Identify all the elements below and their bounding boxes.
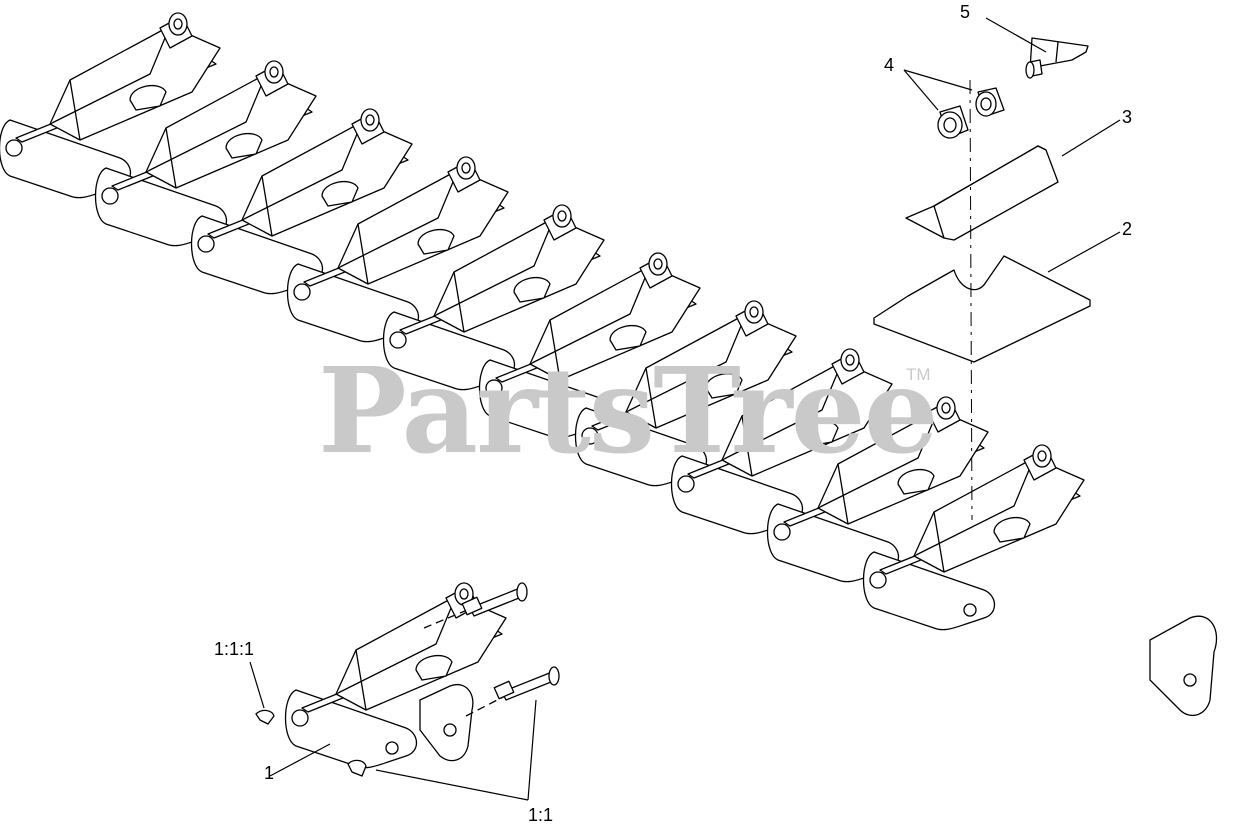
tooth-bit	[1025, 37, 1089, 79]
track-link-2	[94, 60, 317, 247]
track-chain	[0, 12, 1218, 717]
link-detail-assembly	[255, 582, 560, 777]
track-end-clevis	[1149, 615, 1218, 717]
callout-1-1: 1:1	[528, 805, 554, 825]
lower-collar	[493, 680, 515, 700]
bushing-rear	[975, 87, 1005, 117]
angle-bracket	[905, 145, 1059, 241]
bushing-front	[937, 105, 969, 139]
cotter-clip-1	[255, 709, 275, 725]
callout-5: 5	[960, 2, 971, 22]
leader-lines	[249, 17, 1121, 801]
callout-3: 3	[1122, 107, 1133, 127]
upper-collar	[461, 596, 483, 616]
notched-plate	[873, 255, 1091, 363]
callout-1-1-1: 1:1:1	[214, 639, 255, 659]
detail-track-link	[284, 582, 507, 769]
trademark-mark: TM	[906, 365, 931, 384]
callout-4: 4	[884, 55, 895, 75]
callout-1: 1	[264, 763, 275, 783]
watermark: PartsTree	[318, 341, 939, 480]
track-link-6	[478, 252, 701, 439]
cotter-clip-2	[347, 759, 367, 777]
track-link-10	[862, 444, 1085, 631]
exploded-parts	[873, 37, 1091, 521]
detail-clevis	[419, 684, 474, 762]
lower-pin	[465, 666, 560, 717]
callout-2: 2	[1122, 219, 1133, 239]
